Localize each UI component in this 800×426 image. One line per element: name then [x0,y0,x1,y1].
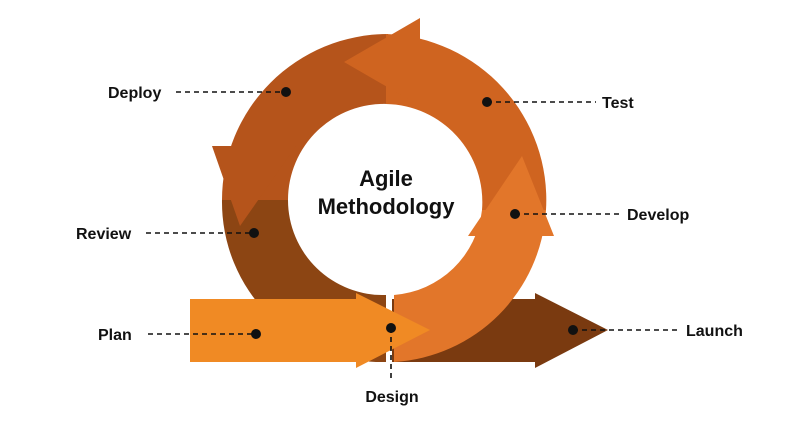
plan-arrow [190,293,430,368]
review-label: Review [76,226,132,243]
deploy-label: Deploy [108,85,161,102]
center-title-line2: Methodology [318,194,456,219]
design-dot [386,323,396,333]
launch-dot [568,325,578,335]
plan-dot [251,329,261,339]
test-segment [386,34,547,210]
center-title-line1: Agile [359,166,413,191]
deploy-arrowhead [212,146,296,226]
launch-label: Launch [686,323,743,340]
develop-arrowhead [468,156,554,236]
test-arrowhead [344,18,420,106]
develop-dot [510,209,520,219]
plan-label: Plan [98,327,132,344]
develop-label: Develop [627,207,689,224]
develop-segment [394,210,546,362]
review-dot [249,228,259,238]
test-dot [482,97,492,107]
design-label: Design [365,389,418,406]
test-label: Test [602,95,634,112]
deploy-dot [281,87,291,97]
